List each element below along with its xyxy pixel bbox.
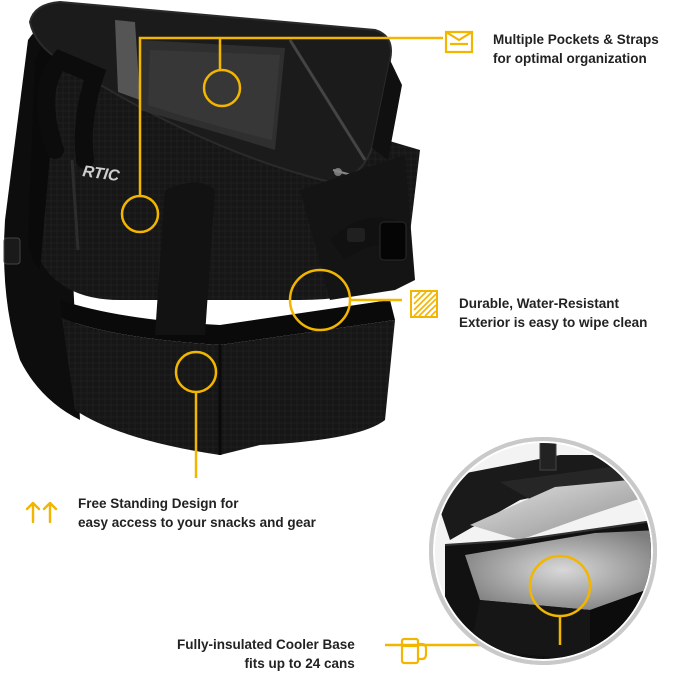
- texture-icon: [410, 290, 438, 318]
- up-arrows-icon: [25, 501, 58, 524]
- feature-standing-line1: Free Standing Design for: [78, 496, 239, 511]
- feature-cooler: Fully-insulated Cooler Base fits up to 2…: [177, 635, 355, 673]
- feature-exterior-line1: Durable, Water-Resistant: [459, 296, 620, 311]
- feature-pockets-line1: Multiple Pockets & Straps: [493, 32, 659, 47]
- feature-exterior: Durable, Water-Resistant Exterior is eas…: [459, 294, 647, 332]
- feature-cooler-line2: fits up to 24 cans: [244, 656, 355, 671]
- feature-standing: Free Standing Design for easy access to …: [78, 494, 316, 532]
- feature-pockets: Multiple Pockets & Straps for optimal or…: [493, 30, 659, 68]
- cup-icon: [400, 637, 428, 665]
- feature-standing-line2: easy access to your snacks and gear: [78, 515, 316, 530]
- feature-pockets-line2: for optimal organization: [493, 51, 647, 66]
- cooler-base-inset: [429, 437, 657, 665]
- feature-exterior-line2: Exterior is easy to wipe clean: [459, 315, 648, 330]
- callout-circle-inner-pocket: [202, 68, 242, 108]
- brand-logo: RTIC: [81, 163, 120, 185]
- pocket-icon: [444, 30, 474, 54]
- cooler-bag: [3, 0, 420, 455]
- callout-circle-front-pocket: [120, 194, 160, 234]
- feature-cooler-line1: Fully-insulated Cooler Base: [177, 637, 355, 652]
